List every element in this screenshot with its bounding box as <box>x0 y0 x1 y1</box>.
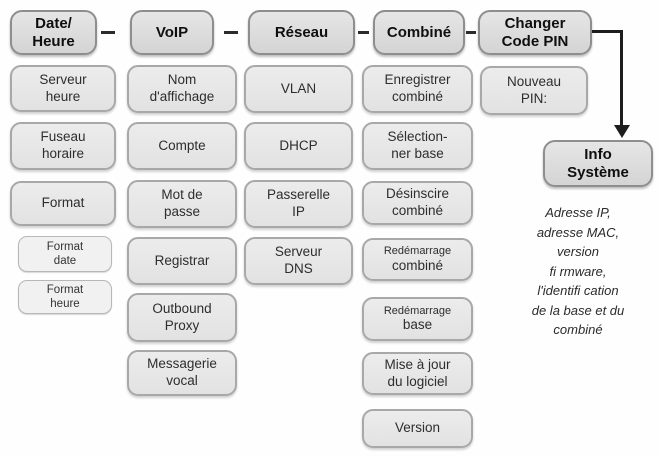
menu-item-nom-affichage: Nom d'affichage <box>127 65 237 113</box>
caption-line: version <box>557 244 599 259</box>
menu-item-messagerie-vocal: Messagerie vocal <box>127 350 237 396</box>
menu-item-selectionner-base: Sélection- ner base <box>362 122 473 170</box>
caption-line: adresse MAC, <box>536 224 620 240</box>
menu-item-format-date: Format date <box>18 236 112 272</box>
menu-item-version: Version <box>362 409 473 448</box>
menu-item-passerelle-ip: Passerelle IP <box>244 180 353 228</box>
menu-item-redemarrage-combine: Redémarrage combiné <box>362 238 473 281</box>
menu-item-outbound-proxy: Outbound Proxy <box>127 293 237 342</box>
menu-header-reseau: Réseau <box>248 10 355 55</box>
caption-line: combiné <box>553 322 603 337</box>
menu-item-line-small: Redémarrage <box>383 304 452 317</box>
menu-header-combine: Combiné <box>373 10 465 55</box>
menu-item-serveur-dns: Serveur DNS <box>244 237 353 285</box>
caption-line: Adresse IP, <box>545 205 611 220</box>
caption-line: l'identifi cation <box>537 283 619 298</box>
info-systeme-box: Info Système <box>543 140 653 187</box>
menu-item-mise-a-jour-logiciel: Mise à jour du logiciel <box>362 352 473 395</box>
header-connector-line <box>358 31 369 34</box>
menu-item-compte: Compte <box>127 122 237 170</box>
menu-item-format: Format <box>10 181 116 226</box>
menu-item-registrar: Registrar <box>127 237 237 285</box>
menu-item-mot-de-passe: Mot de passe <box>127 180 237 228</box>
menu-item-vlan: VLAN <box>244 65 353 113</box>
menu-item-fuseau-horaire: Fuseau horaire <box>10 122 116 170</box>
menu-item-line-main: combiné <box>391 257 444 273</box>
menu-item-desinscrire-combine: Désinscire combiné <box>362 181 473 225</box>
menu-item-nouveau-pin: Nouveau PIN: <box>480 66 588 115</box>
caption-line: fi rmware, <box>549 263 607 279</box>
menu-item-line-small: Redémarrage <box>383 245 452 258</box>
menu-header-voip: VoIP <box>130 10 214 55</box>
menu-item-dhcp: DHCP <box>244 122 353 170</box>
menu-header-date-heure: Date/ Heure <box>10 10 97 55</box>
menu-item-redemarrage-base: Redémarrage base <box>362 297 473 341</box>
menu-item-serveur-heure: Serveur heure <box>10 65 116 112</box>
info-systeme-caption: Adresse IP, adresse MAC, version fi rmwa… <box>498 203 658 340</box>
arrow-horizontal-line <box>592 30 623 33</box>
header-connector-line <box>101 31 115 34</box>
menu-item-line-main: base <box>402 317 433 333</box>
menu-header-changer-code-pin: Changer Code PIN <box>478 10 592 55</box>
arrow-vertical-line <box>620 30 623 127</box>
menu-item-format-heure: Format heure <box>18 280 112 314</box>
header-connector-line <box>466 31 476 34</box>
caption-line: de la base et du <box>531 302 625 318</box>
arrow-down-icon <box>614 125 630 138</box>
header-connector-line <box>224 31 238 34</box>
menu-item-enregistrer-combine: Enregistrer combiné <box>362 65 473 113</box>
